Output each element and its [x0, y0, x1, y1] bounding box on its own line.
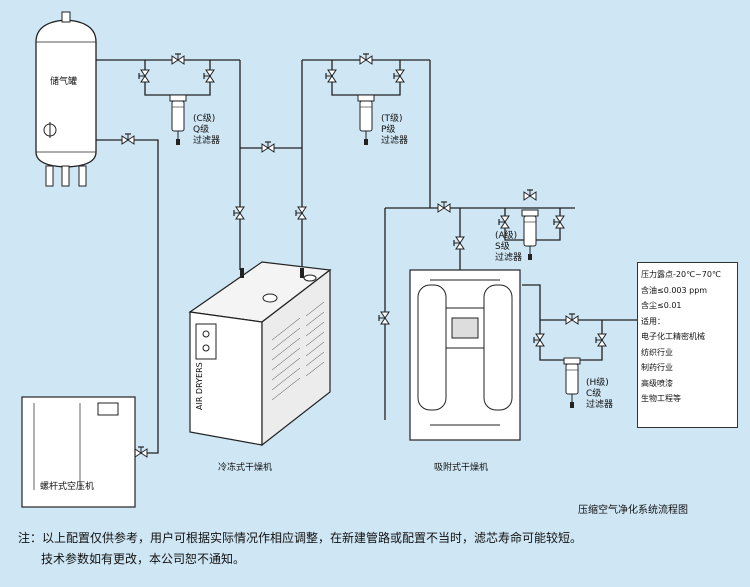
- filter-type: P级: [381, 123, 395, 135]
- filter-grade: (A级): [495, 229, 517, 241]
- filter-grade: (T级): [381, 112, 403, 124]
- filter-q: (C级) Q级 过滤器: [169, 94, 220, 146]
- filter-type: Q级: [193, 123, 209, 135]
- spec-use-electronics: 电子化工精密机械: [641, 332, 705, 341]
- valve-icon[interactable]: [359, 53, 373, 65]
- diagram-title: 压缩空气净化系统流程图: [578, 505, 688, 516]
- dryer-brand: AIR DRYERS: [195, 362, 204, 410]
- valve-icon[interactable]: [134, 446, 148, 458]
- filter-grade: (C级): [193, 112, 215, 124]
- valve-icon[interactable]: [437, 201, 451, 213]
- note-line-2: 技术参数如有更改，本公司恕不通知。: [41, 552, 246, 566]
- valve-icon[interactable]: [233, 206, 245, 220]
- spec-use-pharma: 制药行业: [641, 363, 673, 372]
- filter-name: 过滤器: [193, 134, 220, 146]
- filter-c: (H级) C级 过滤器: [563, 357, 613, 410]
- valve-icon[interactable]: [553, 215, 565, 229]
- spec-use-textile: 纺织行业: [641, 347, 673, 357]
- filter-name: 过滤器: [381, 134, 408, 146]
- adsorption-dryer-label: 吸附式干燥机: [434, 461, 488, 473]
- valve-icon[interactable]: [498, 215, 510, 229]
- adsorption-dryer: 吸附式干燥机: [409, 269, 521, 473]
- valve-icon[interactable]: [203, 69, 215, 83]
- filter-name: 过滤器: [495, 251, 522, 263]
- spec-dew-point: 压力露点-20℃~70℃: [641, 270, 721, 279]
- spec-dust: 含尘≤0.01: [641, 301, 682, 310]
- valve-icon[interactable]: [453, 236, 465, 250]
- valve-icon[interactable]: [325, 69, 337, 83]
- valve-icon[interactable]: [595, 333, 607, 347]
- storage-tank: 储气罐: [35, 11, 97, 187]
- valve-icon[interactable]: [565, 313, 579, 325]
- filter-s: (A级) S级 过滤器: [495, 209, 539, 263]
- refrigerated-dryer-label: 冷冻式干燥机: [218, 461, 272, 473]
- notes: 注：以上配置仅供参考，用户可根据实际情况作相应调整，在新建管路或配置不当时，滤芯…: [18, 528, 582, 570]
- filter-icon: [521, 209, 539, 261]
- valve-icon[interactable]: [393, 69, 405, 83]
- filter-name: 过滤器: [586, 398, 613, 410]
- valve-icon[interactable]: [295, 206, 307, 220]
- note-line-1: 注：以上配置仅供参考，用户可根据实际情况作相应调整，在新建管路或配置不当时，滤芯…: [18, 531, 583, 545]
- pipes: [65, 14, 637, 454]
- valve-icon[interactable]: [138, 69, 150, 83]
- tank-label: 储气罐: [50, 75, 77, 87]
- valve-icon[interactable]: [121, 133, 135, 145]
- filter-grade: (H级): [586, 376, 609, 388]
- valve-icon[interactable]: [261, 141, 275, 153]
- spec-use-bio: 生物工程等: [641, 394, 681, 403]
- compressor-label: 螺杆式空压机: [40, 480, 94, 492]
- filter-type: S级: [495, 240, 510, 252]
- filter-icon: [563, 357, 581, 409]
- valve-icon[interactable]: [378, 311, 390, 325]
- filter-type: C级: [586, 387, 601, 399]
- valve-icon[interactable]: [523, 189, 537, 201]
- screw-compressor: 螺杆式空压机: [21, 396, 136, 508]
- refrigerated-dryer: AIR DRYERS 冷冻式干燥机: [188, 261, 332, 473]
- valve-icon[interactable]: [171, 53, 185, 65]
- spec-oil: 含油≤0.003 ppm: [641, 285, 708, 295]
- spec-panel: 压力露点-20℃~70℃ 含油≤0.003 ppm 含尘≤0.01 适用： 电子…: [637, 262, 738, 428]
- valve-icon[interactable]: [533, 333, 545, 347]
- filter-icon: [357, 94, 375, 146]
- spec-applies: 适用：: [641, 316, 665, 326]
- filter-p: (T级) P级 过滤器: [357, 94, 408, 146]
- spec-use-painting: 高级喷漆: [641, 378, 673, 388]
- filter-icon: [169, 94, 187, 146]
